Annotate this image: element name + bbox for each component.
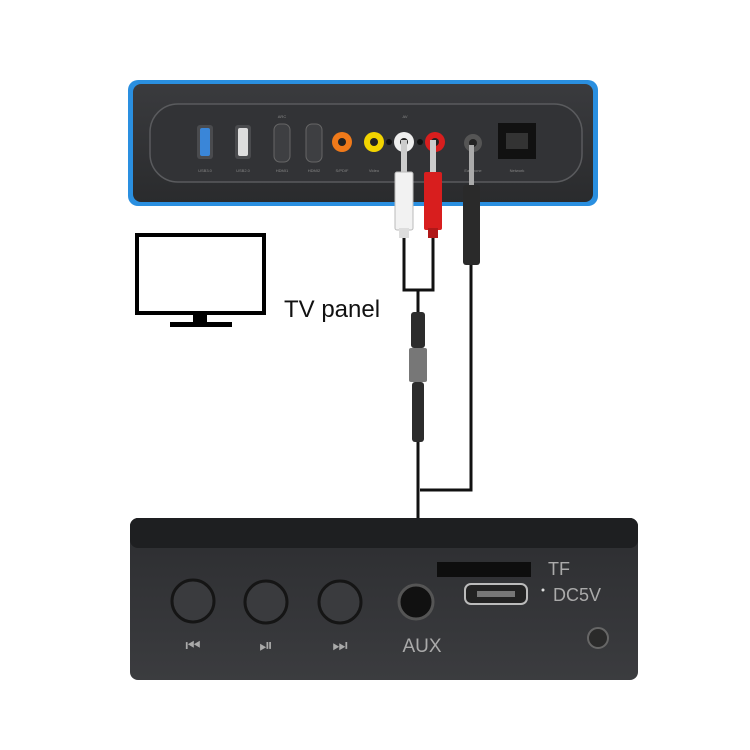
tv-icon	[135, 233, 266, 327]
prev-button[interactable]	[170, 578, 216, 624]
tv-panel-label: TV panel	[284, 296, 381, 323]
speaker-panel: ⏮ ⏯ ⏭ AUX TF DC5V	[130, 518, 638, 680]
port-label: USB3.0	[198, 168, 213, 173]
hdmi2-port	[305, 123, 323, 163]
aux-adapter	[409, 312, 427, 442]
aux-label: AUX	[402, 636, 441, 657]
dc5v-label: DC5V	[553, 585, 601, 605]
rca-cable	[402, 235, 435, 590]
prev-label: ⏮	[185, 636, 200, 655]
port-label: HDMI2	[308, 168, 321, 173]
play-pause-label: ⏯	[259, 636, 273, 655]
next-label: ⏭	[332, 636, 347, 655]
label-arc: ARC	[278, 114, 287, 119]
indicator-led	[587, 627, 609, 649]
hdmi1-port	[273, 123, 291, 163]
port-label: HDMI1	[276, 168, 289, 173]
port-label: USB2.0	[236, 168, 251, 173]
aux-input-jack[interactable]	[397, 583, 435, 621]
tf-card-slot[interactable]	[437, 562, 531, 577]
aux-plug	[463, 145, 480, 265]
rca-plug-red	[424, 140, 442, 238]
rca-plug-white	[394, 140, 414, 238]
tf-label: TF	[548, 559, 570, 579]
next-button[interactable]	[317, 579, 363, 625]
tv-back-panel: ARC AV USB3.0 USB2.0 HDMI1 HDMI2 S/PDIF …	[128, 80, 598, 206]
label-av: AV	[402, 114, 407, 119]
aux-cable	[420, 265, 473, 492]
play-pause-button[interactable]	[243, 579, 289, 625]
port-label: Network	[510, 168, 525, 173]
port-label: S/PDIF	[336, 168, 349, 173]
port-label: Video	[369, 168, 380, 173]
